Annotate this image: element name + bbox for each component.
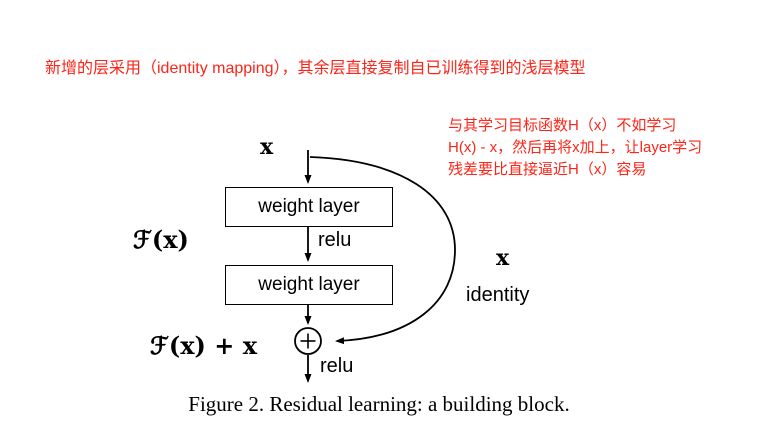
annotation-right-line-3: 残差要比直接逼近H（x）容易 — [448, 161, 647, 178]
addition-node — [294, 327, 322, 355]
relu-out-label: relu — [320, 355, 354, 377]
skip-x-label: x — [496, 245, 510, 271]
skip-connection-curve — [309, 156, 456, 345]
weight-layer-2-label: weight layer — [258, 274, 360, 295]
weight-layer-1-label: weight layer — [258, 196, 360, 217]
weight-layer-2-box: weight layer — [225, 265, 393, 305]
sum-output-label: ℱ(x) + x — [150, 331, 258, 360]
script-f-of-x-label: ℱ(x) — [133, 225, 189, 254]
annotation-right-line-2: H(x) - x，然后再将x加上，让layer学习 — [448, 139, 703, 156]
identity-label: identity — [466, 284, 530, 306]
annotation-right-line-1: 与其学习目标函数H（x）不如学习 — [448, 117, 677, 134]
input-x-label: x — [260, 134, 274, 160]
annotation-top-text: 新增的层采用（identity mapping），其余层直接复制自已训练得到的浅… — [45, 60, 586, 77]
weight-layer-1-box: weight layer — [225, 187, 393, 227]
relu-mid-label: relu — [318, 229, 352, 251]
annotation-right-text: 与其学习目标函数H（x）不如学习 H(x) - x，然后再将x加上，让layer… — [448, 115, 702, 181]
figure-caption: Figure 2. Residual learning: a building … — [188, 392, 570, 416]
